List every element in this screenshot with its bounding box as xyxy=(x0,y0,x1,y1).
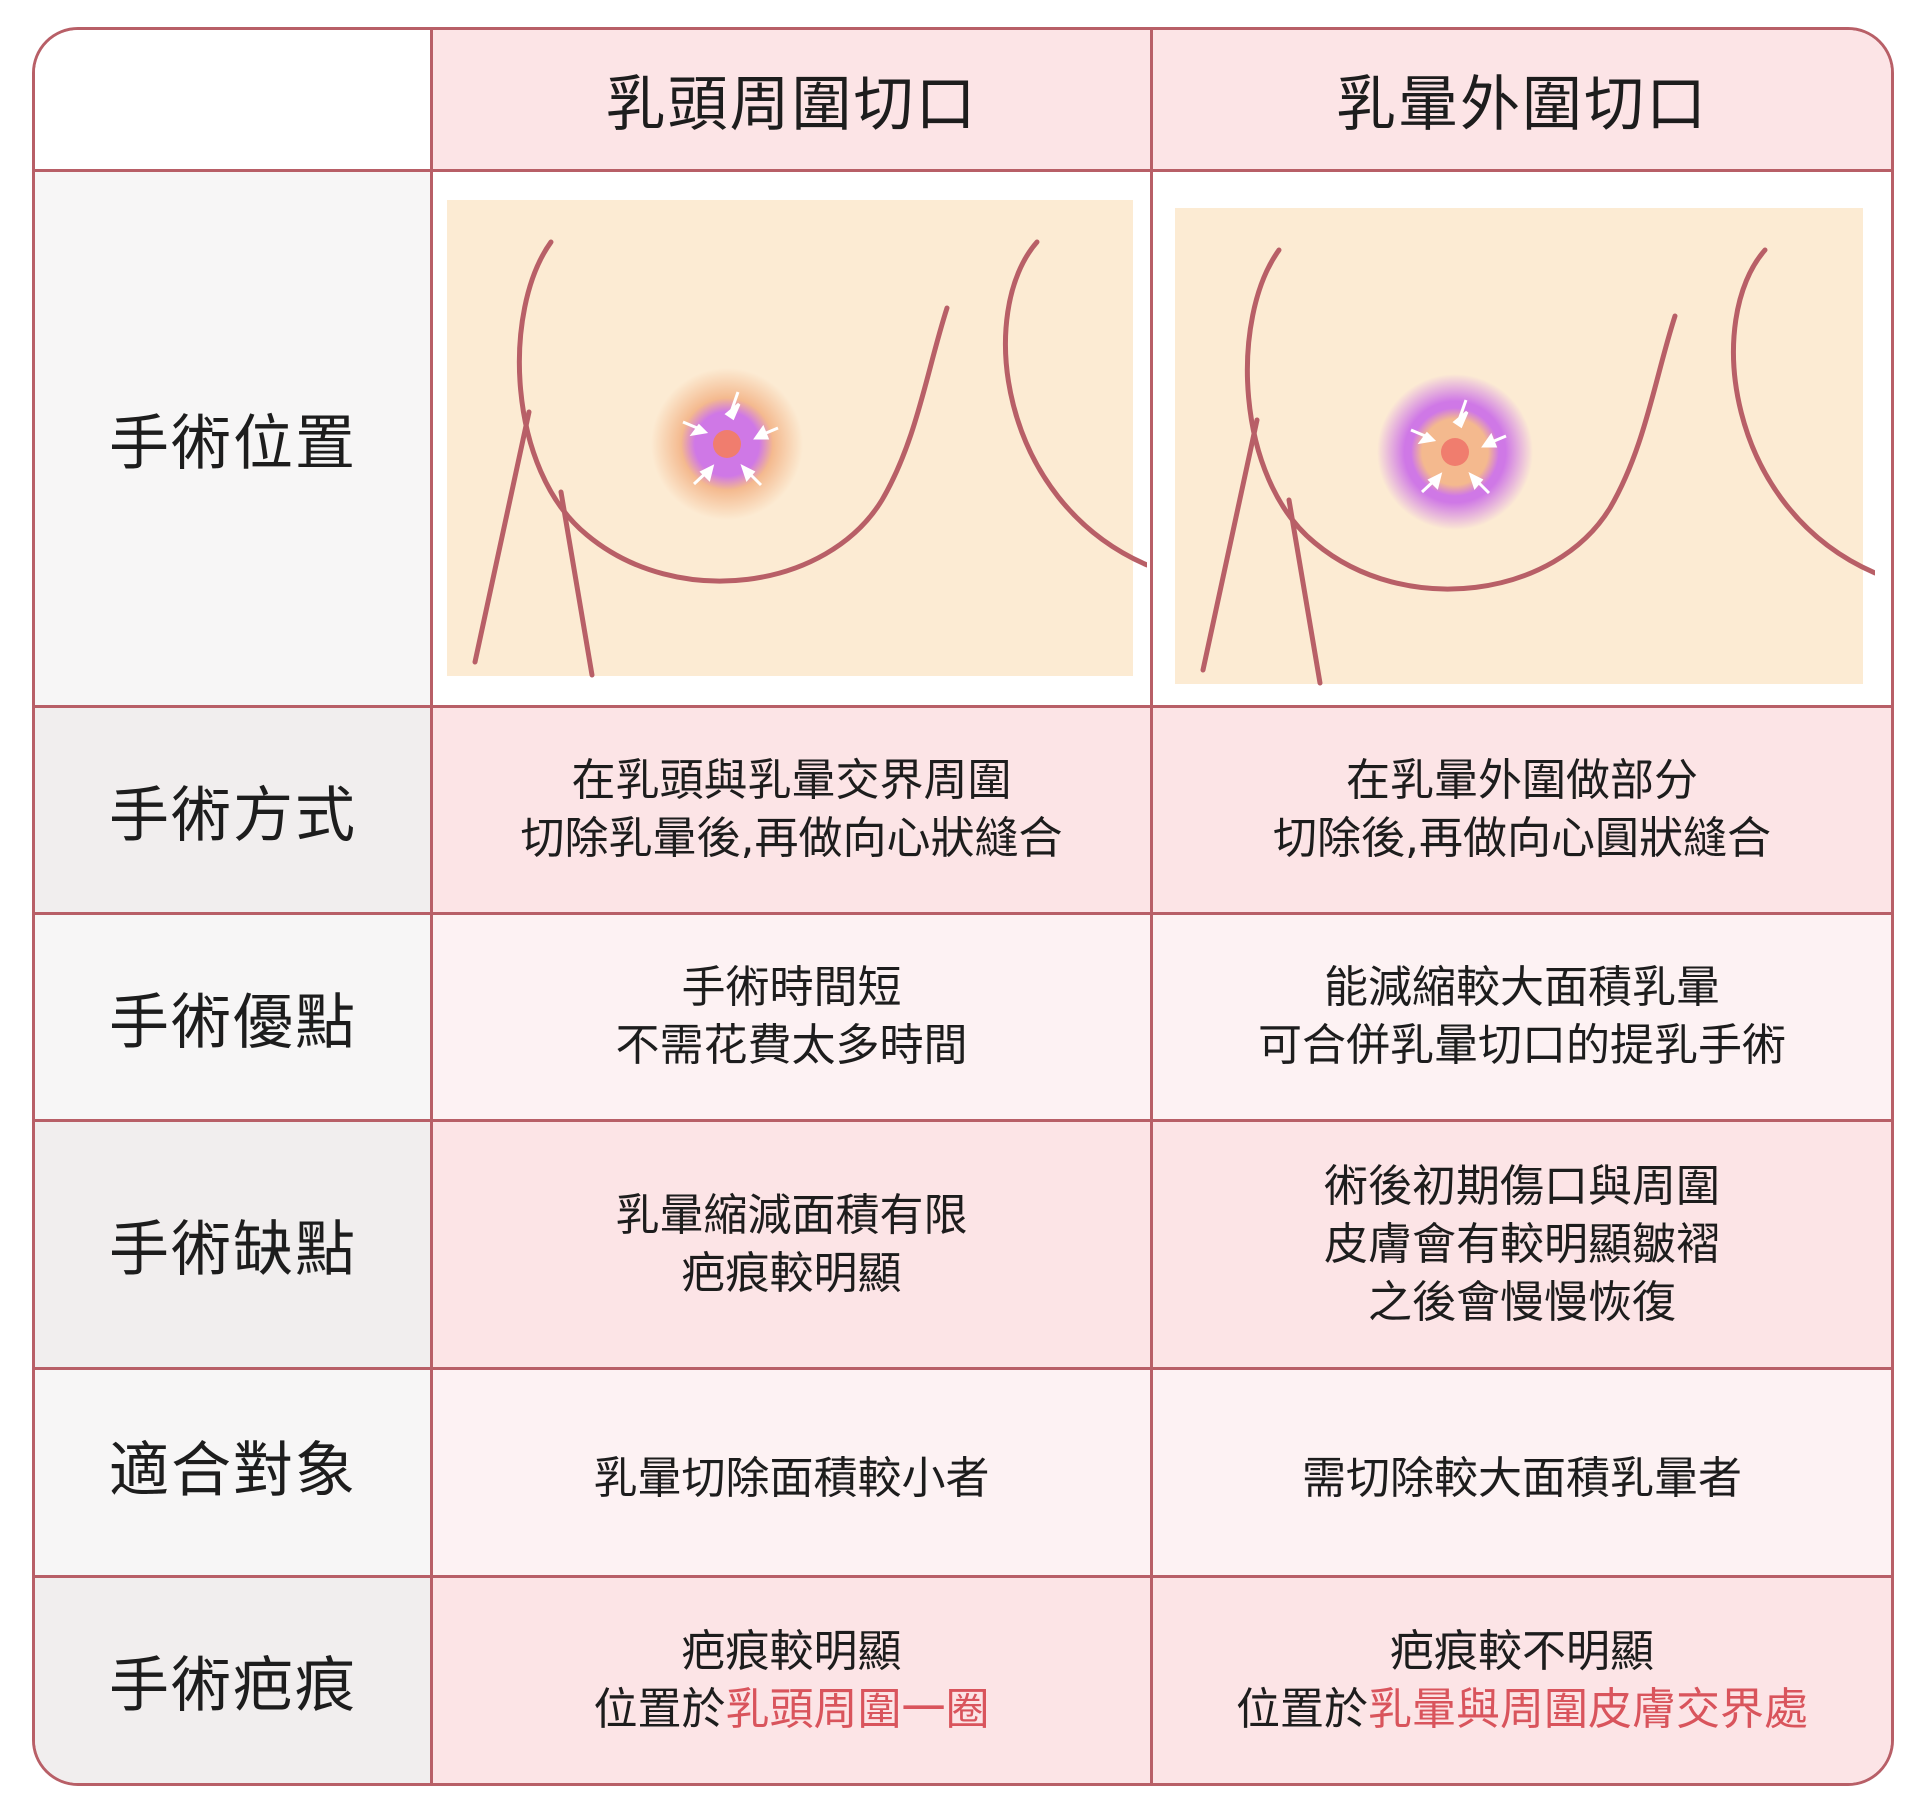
text-line: 乳暈縮減面積有限 xyxy=(615,1189,968,1241)
advantages-nipple: 手術時間短 不需花費太多時間 xyxy=(433,915,1153,1122)
method-areola: 在乳暈外圍做部分 切除後,再做向心圓狀縫合 xyxy=(1153,708,1891,915)
advantages-areola: 能減縮較大面積乳暈 可合併乳暈切口的提乳手術 xyxy=(1153,915,1891,1122)
method-nipple: 在乳頭與乳暈交界周圍 切除乳暈後,再做向心狀縫合 xyxy=(433,708,1153,915)
text-line: 疤痕較明顯 xyxy=(681,1625,902,1677)
text-line: 不需花費太多時間 xyxy=(615,1020,968,1071)
row-label-method: 手術方式 xyxy=(35,708,433,915)
table-grid: 乳頭周圍切口 乳暈外圍切口 手術位置 xyxy=(35,30,1891,1783)
disadvantages-areola: 術後初期傷口與周圍 皮膚會有較明顯皺褶 之後會慢慢恢復 xyxy=(1153,1122,1891,1370)
text-line: 乳暈切除面積較小者 xyxy=(593,1453,990,1504)
text-line: 需切除較大面積乳暈者 xyxy=(1302,1453,1742,1504)
header-nipple-perimeter: 乳頭周圍切口 xyxy=(433,30,1153,172)
highlight-text: 乳暈與周圍皮膚交界處 xyxy=(1368,1683,1808,1735)
scar-nipple: 疤痕較明顯 位置於乳頭周圍一圈 xyxy=(433,1578,1153,1783)
nipple-perimeter-illustration xyxy=(447,200,1147,678)
text-line: 能減縮較大面積乳暈 xyxy=(1324,962,1720,1013)
highlight-text: 乳頭周圍一圈 xyxy=(725,1683,990,1735)
text-prefix: 位置於 xyxy=(1236,1683,1368,1735)
row-label-advantages: 手術優點 xyxy=(35,915,433,1122)
comparison-table: 乳頭周圍切口 乳暈外圍切口 手術位置 xyxy=(32,27,1894,1786)
text-line: 之後會慢慢恢復 xyxy=(1368,1276,1676,1328)
areola-outer-illustration xyxy=(1175,208,1875,686)
candidates-nipple: 乳暈切除面積較小者 xyxy=(433,1370,1153,1578)
text-line: 術後初期傷口與周圍 xyxy=(1324,1160,1720,1212)
text-line: 在乳暈外圍做部分 xyxy=(1346,755,1698,806)
illustration-cell-nipple xyxy=(433,172,1153,708)
header-areola-outer: 乳暈外圍切口 xyxy=(1153,30,1891,172)
row-label-candidates: 適合對象 xyxy=(35,1370,433,1578)
breast-diagram-1 xyxy=(472,239,1147,678)
illustration-cell-areola xyxy=(1153,172,1891,708)
breast-diagram-2 xyxy=(1200,247,1875,686)
text-line: 手術時間短 xyxy=(681,962,902,1013)
row-label-scar: 手術疤痕 xyxy=(35,1578,433,1783)
row-label-position: 手術位置 xyxy=(35,172,433,708)
arrow-icons xyxy=(1410,399,1507,495)
row-label-disadvantages: 手術缺點 xyxy=(35,1122,433,1370)
nipple-shape xyxy=(713,430,741,458)
text-line: 在乳頭與乳暈交界周圍 xyxy=(571,755,1012,806)
disadvantages-nipple: 乳暈縮減面積有限 疤痕較明顯 xyxy=(433,1122,1153,1370)
nipple-shape xyxy=(1441,438,1469,466)
text-line: 切除後,再做向心圓狀縫合 xyxy=(1273,813,1771,864)
text-line-with-highlight: 位置於乳暈與周圍皮膚交界處 xyxy=(1236,1681,1808,1739)
text-line-with-highlight: 位置於乳頭周圍一圈 xyxy=(594,1681,990,1739)
text-line: 疤痕較不明顯 xyxy=(1390,1625,1654,1677)
candidates-areola: 需切除較大面積乳暈者 xyxy=(1153,1370,1891,1578)
header-corner xyxy=(35,30,433,172)
text-line: 疤痕較明顯 xyxy=(681,1247,902,1299)
text-prefix: 位置於 xyxy=(593,1683,726,1735)
text-line: 皮膚會有較明顯皺褶 xyxy=(1324,1218,1720,1270)
text-line: 可合併乳暈切口的提乳手術 xyxy=(1258,1020,1786,1071)
scar-areola: 疤痕較不明顯 位置於乳暈與周圍皮膚交界處 xyxy=(1153,1578,1891,1783)
text-line: 切除乳暈後,再做向心狀縫合 xyxy=(520,813,1063,864)
arrow-icons xyxy=(682,391,779,487)
